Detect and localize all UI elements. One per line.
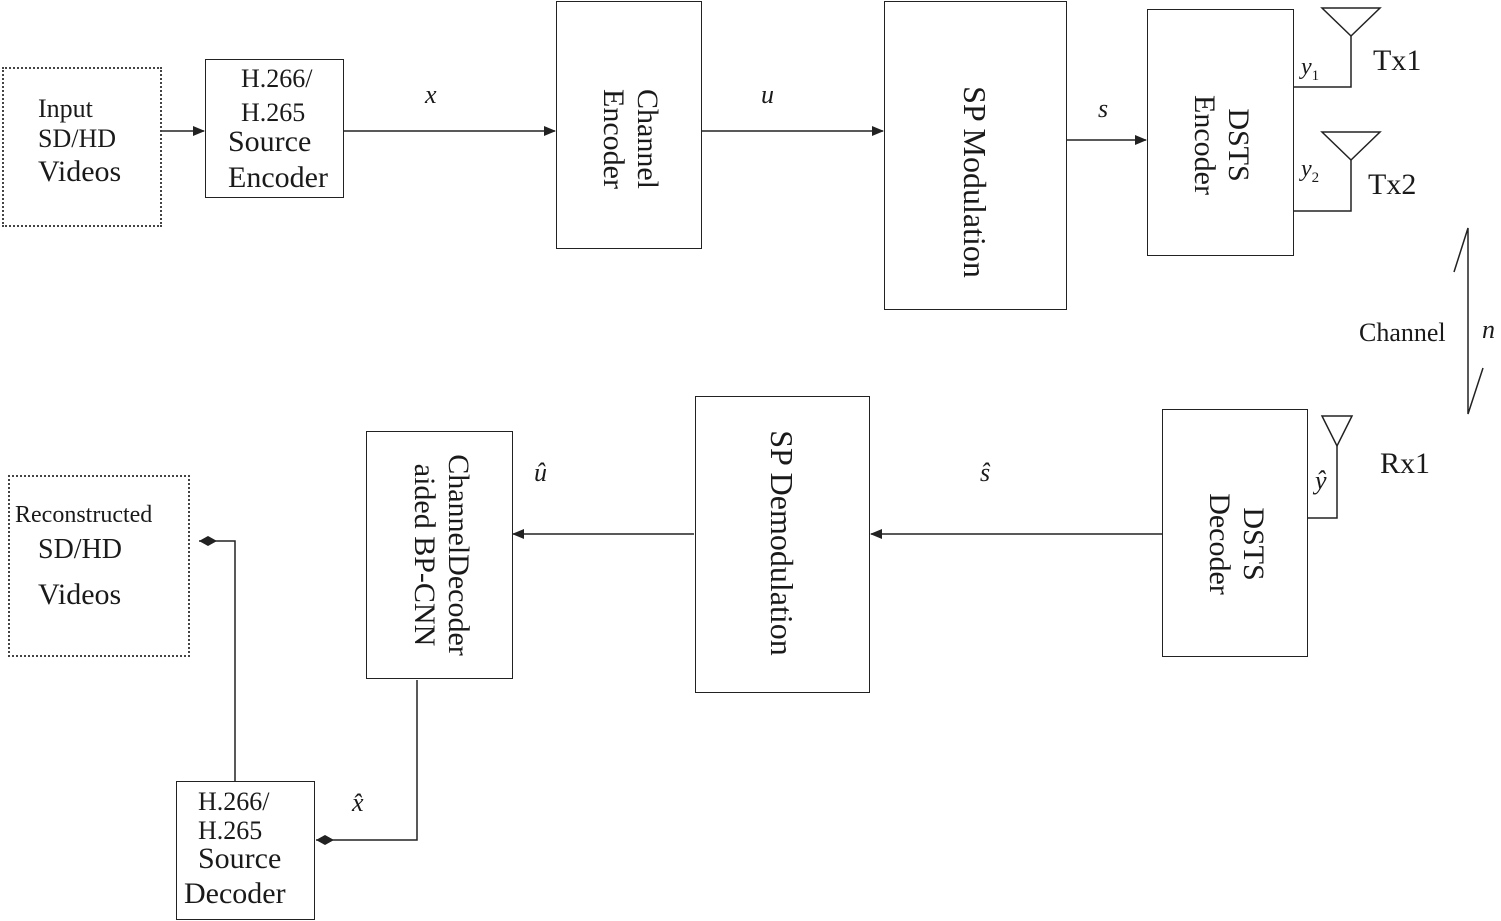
reconstructed-video-line3: Videos bbox=[38, 578, 122, 611]
tx1-antenna-icon bbox=[1320, 7, 1382, 38]
input-video-label-line2: SD/HD bbox=[38, 124, 117, 153]
source-decoder-block bbox=[176, 781, 315, 920]
channel-label: Channel bbox=[1359, 318, 1446, 347]
signal-y1-label: y1 bbox=[1301, 54, 1319, 85]
reconstructed-video-line1: Reconstructed bbox=[15, 502, 153, 528]
dsts-encoder-block bbox=[1147, 9, 1294, 256]
channel-decoder-text: ChannelDecoder aided BP-CNN bbox=[405, 442, 475, 668]
signal-x-label: x bbox=[425, 80, 437, 109]
channel-encoder-line2: Encoder bbox=[597, 89, 630, 189]
signal-y2-subscript: 2 bbox=[1311, 169, 1320, 186]
tx2-feed-line bbox=[1294, 160, 1352, 212]
reconstructed-video-box bbox=[8, 475, 190, 657]
dsts-decoder-block bbox=[1162, 409, 1308, 657]
reconstructed-video-line2: SD/HD bbox=[38, 534, 123, 565]
dsts-decoder-line2: Decoder bbox=[1203, 493, 1236, 595]
channel-encoder-line1: Channel bbox=[631, 89, 664, 189]
source-decoder-line3: Source bbox=[198, 842, 282, 875]
tx1-label: Tx1 bbox=[1373, 44, 1422, 77]
channel-decoder-line2: aided BP-CNN bbox=[408, 463, 441, 647]
rx1-antenna-icon bbox=[1320, 415, 1354, 448]
tx1-feed-line bbox=[1294, 36, 1352, 88]
signal-s-hat-label: ŝ bbox=[980, 458, 991, 487]
tx2-antenna-icon bbox=[1320, 131, 1382, 162]
sp-modulation-block bbox=[884, 1, 1067, 310]
signal-y2-label: y2 bbox=[1301, 156, 1319, 187]
signal-s-label: s bbox=[1098, 94, 1109, 123]
sp-demodulation-block bbox=[695, 396, 870, 693]
input-video-box bbox=[2, 67, 162, 227]
channel-encoder-text: Channel Encoder bbox=[594, 39, 664, 239]
signal-u-label: u bbox=[761, 80, 774, 109]
channel-decoder-block bbox=[366, 431, 513, 679]
source-decoder-line1: H.266/ bbox=[198, 787, 270, 816]
dsts-encoder-line2: Encoder bbox=[1188, 95, 1221, 195]
dsts-decoder-line1: DSTS bbox=[1237, 507, 1270, 581]
source-decoder-line2: H.265 bbox=[198, 816, 263, 845]
rx1-feed-line bbox=[1308, 446, 1338, 519]
source-encoder-line3: Source bbox=[228, 125, 312, 158]
noise-label: n bbox=[1482, 315, 1495, 344]
sp-demodulation-label: SP Demodulation bbox=[764, 430, 800, 656]
signal-u-hat-label: û bbox=[534, 458, 547, 487]
rx1-label: Rx1 bbox=[1380, 447, 1431, 480]
channel-decoder-line1: ChannelDecoder bbox=[442, 454, 475, 656]
source-encoder-line4: Encoder bbox=[228, 161, 328, 194]
signal-x-hat-label: x̂ bbox=[352, 788, 364, 817]
signal-y-hat-label: ŷ bbox=[1315, 466, 1327, 495]
dsts-encoder-line1: DSTS bbox=[1222, 108, 1255, 182]
source-encoder-line2: H.265 bbox=[241, 98, 306, 127]
arrow-x-hat-to-source-decoder bbox=[316, 680, 418, 845]
channel-encoder-block bbox=[556, 1, 702, 249]
input-video-label-line1: Input bbox=[38, 94, 93, 123]
dsts-encoder-text: DSTS Encoder bbox=[1185, 55, 1255, 235]
channel-lightning-icon bbox=[1453, 227, 1484, 415]
signal-y2-symbol: y bbox=[1301, 156, 1312, 182]
signal-y1-subscript: 1 bbox=[1311, 67, 1320, 84]
source-decoder-line4: Decoder bbox=[184, 877, 286, 910]
sp-modulation-label: SP Modulation bbox=[957, 86, 993, 278]
tx2-label: Tx2 bbox=[1368, 168, 1417, 201]
dsts-decoder-text: DSTS Decoder bbox=[1200, 454, 1270, 634]
source-encoder-block bbox=[205, 59, 344, 198]
signal-y1-symbol: y bbox=[1301, 54, 1312, 80]
input-video-label-line3: Videos bbox=[38, 155, 122, 188]
arrow-to-reconstructed-video bbox=[199, 536, 236, 781]
source-encoder-line1: H.266/ bbox=[241, 64, 313, 93]
